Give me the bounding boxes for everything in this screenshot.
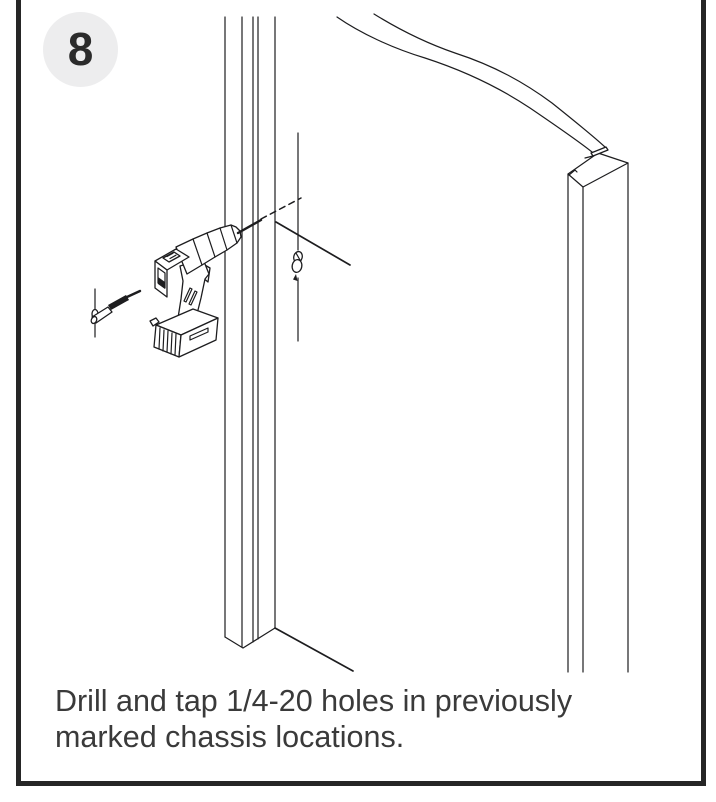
cordless-drill <box>149 218 263 358</box>
drill-axis-dashed-line <box>260 197 302 220</box>
step-badge: 8 <box>43 12 118 87</box>
drill-battery <box>149 308 219 358</box>
tap-threads <box>108 295 129 310</box>
trim-strip <box>336 13 609 159</box>
drill-label-band <box>158 277 165 289</box>
tap-tip <box>125 289 142 299</box>
tap-wrench <box>90 288 142 338</box>
frame-border-left <box>16 0 21 786</box>
drill-chuck <box>230 224 238 244</box>
caption-line-2: marked chassis locations. <box>55 720 405 754</box>
step-number: 8 <box>67 22 94 75</box>
screw-marker <box>291 250 303 281</box>
chassis-post-center <box>224 16 276 649</box>
marked-location-cross <box>275 132 351 342</box>
floor-line <box>274 627 354 672</box>
frame-border-bottom <box>16 781 706 786</box>
step-caption: Drill and tap 1/4-20 holes in previously… <box>55 683 655 755</box>
caption-line-1: Drill and tap 1/4-20 holes in previously <box>55 684 573 718</box>
drill-barrel <box>175 224 242 275</box>
drill-handle <box>177 258 210 319</box>
frame-border-right <box>701 0 706 786</box>
drill-body-block <box>154 248 190 298</box>
chassis-post-right <box>567 152 629 673</box>
drill-bit <box>236 218 263 235</box>
